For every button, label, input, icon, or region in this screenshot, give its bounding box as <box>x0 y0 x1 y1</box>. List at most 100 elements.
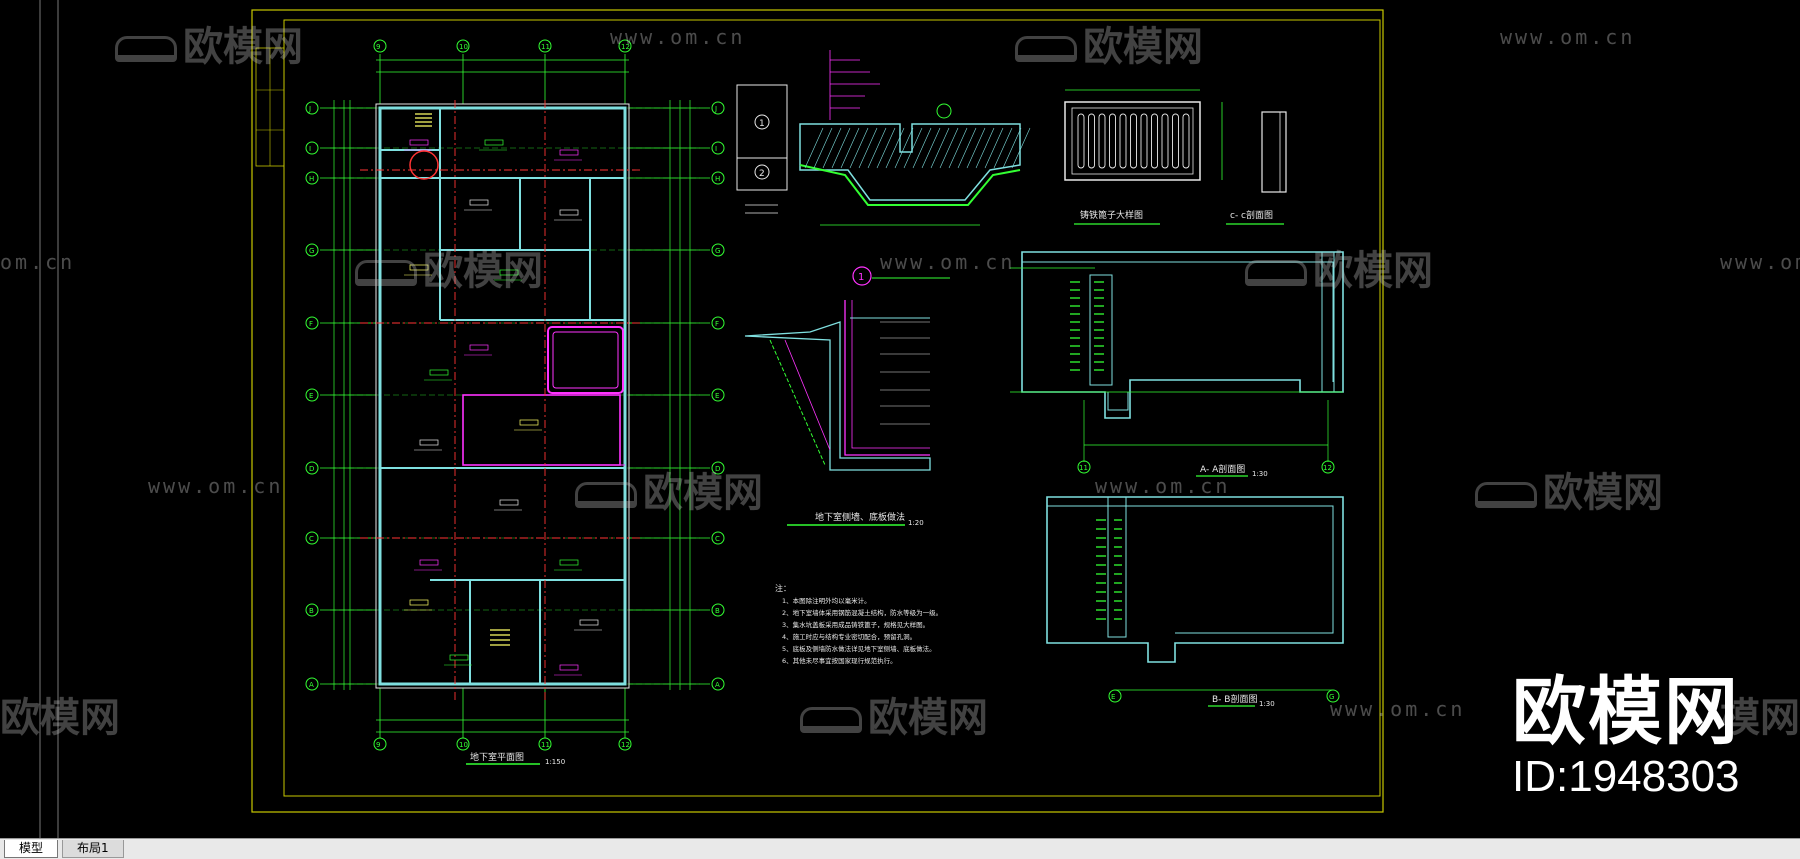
detail-index-box: 1 2 <box>736 84 788 214</box>
grid-bubble <box>305 243 319 257</box>
watermark-logo: 欧模网 <box>800 685 988 743</box>
svg-text:注：: 注： <box>775 583 791 593</box>
grid-bubble <box>305 603 319 617</box>
grid-label: B <box>309 607 314 615</box>
sheet-border-outer <box>251 9 1384 813</box>
grid-bubble <box>711 677 725 691</box>
grid-bubble <box>711 171 725 185</box>
watermark-url: www.om.cn <box>610 25 746 49</box>
svg-text:1:30: 1:30 <box>1252 470 1268 478</box>
grate-section-title: c- c剖面图 <box>1230 209 1273 221</box>
grid-bubble <box>456 39 470 53</box>
grid-bubble <box>538 39 552 53</box>
grate-detail: 铸铁篦子大样图 c- c剖面图 <box>1064 89 1287 225</box>
grid-label: I <box>715 145 717 153</box>
watermark-logo: 欧模网 <box>1475 460 1663 518</box>
wall-slab-detail: 1 地下室侧墙、底板做法 1:20 <box>744 266 950 527</box>
watermark-logo: 欧模网 <box>115 14 303 72</box>
watermark-url: www.om.cn <box>1500 25 1636 49</box>
plan-scale: 1:150 <box>545 758 565 766</box>
grid-bubble <box>305 141 319 155</box>
grid-label: I <box>309 145 311 153</box>
note-line: 2、地下室墙体采用钢筋混凝土结构，防水等级为一级。 <box>782 608 942 617</box>
watermark-logo: 模网 <box>1720 695 1800 741</box>
plan-title: 地下室平面图 <box>470 751 524 763</box>
grid-bubble <box>373 39 387 53</box>
watermark-logo: 欧模网 <box>1015 14 1203 72</box>
detail-scale: 1:20 <box>908 519 924 527</box>
brand-id: ID:1948303 <box>1512 752 1740 801</box>
grid-label: J <box>714 105 717 113</box>
sofa-logo-icon <box>1475 482 1537 508</box>
section-bb-title: B- B剖面图 <box>1212 693 1257 705</box>
svg-text:12: 12 <box>1323 464 1332 472</box>
grid-label: E <box>715 392 719 400</box>
grid-bubble <box>305 388 319 402</box>
watermark-logo: 欧模网 <box>355 238 543 296</box>
grid-label: D <box>715 465 720 473</box>
grid-label: C <box>309 535 314 543</box>
sofa-logo-icon <box>800 707 862 733</box>
note-line: 4、施工时应与结构专业密切配合，预留孔洞。 <box>782 632 916 641</box>
sofa-logo-icon <box>575 482 637 508</box>
note-line: 3、集水坑盖板采用成品铸铁篦子，规格见大样图。 <box>782 620 929 629</box>
watermark-url: www.om.cn <box>880 250 1016 274</box>
grid-bubble <box>305 101 319 115</box>
grid-label: 11 <box>541 741 550 749</box>
grid-label: H <box>715 175 720 183</box>
grid-label: E <box>309 392 313 400</box>
grid-label: 9 <box>376 741 380 749</box>
sofa-logo-icon <box>355 260 417 286</box>
note-line: 6、其他未尽事宜按国家现行规范执行。 <box>782 656 897 665</box>
watermark-url: www.om.cn <box>1720 250 1800 274</box>
svg-text:E: E <box>1111 693 1115 701</box>
watermark-url: www.om.cn <box>1330 697 1466 721</box>
tab-layout1[interactable]: 布局1 <box>62 840 124 858</box>
grid-label: H <box>309 175 314 183</box>
grid-label: 10 <box>459 741 468 749</box>
section-aa: 11 12 A- A剖面图 1:30 <box>1010 251 1344 478</box>
grid-bubble <box>711 461 725 475</box>
grid-bubble <box>305 531 319 545</box>
watermark-url: www.om.cn <box>148 474 284 498</box>
layout-tab-bar: 模型 布局1 <box>0 838 1800 859</box>
grid-bubble <box>711 388 725 402</box>
tab-model[interactable]: 模型 <box>4 840 59 858</box>
grid-label: G <box>309 247 314 255</box>
grid-label: G <box>715 247 720 255</box>
note-line: 5、底板及侧墙防水做法详见地下室侧墙、底板做法。 <box>782 644 936 653</box>
trench-detail <box>799 50 1031 226</box>
grid-label: 10 <box>459 43 468 51</box>
grid-label: C <box>715 535 720 543</box>
grid-bubble <box>711 243 725 257</box>
watermark-url: www.om.cn <box>1095 474 1231 498</box>
grid-label: A <box>715 681 720 689</box>
svg-text:11: 11 <box>1079 464 1088 472</box>
grid-bubble <box>711 141 725 155</box>
svg-text:G: G <box>1329 693 1334 701</box>
grate-title: 铸铁篦子大样图 <box>1080 209 1143 221</box>
section-aa-title: A- A剖面图 <box>1200 463 1245 475</box>
section-bb: E G B- B剖面图 1:30 <box>1046 496 1344 708</box>
grid-bubble <box>618 39 632 53</box>
grid-bubble <box>711 316 725 330</box>
svg-text:1: 1 <box>858 272 864 283</box>
svg-text:1: 1 <box>759 119 765 129</box>
grid-bubble <box>711 603 725 617</box>
grid-bubble <box>305 461 319 475</box>
watermark-logo: 欧模网 <box>1245 238 1433 296</box>
general-notes: 注： 1、本图除注明外均以毫米计。2、地下室墙体采用钢筋混凝土结构，防水等级为一… <box>775 583 942 665</box>
grid-bubble <box>305 171 319 185</box>
watermark-url: om.cn <box>0 250 76 274</box>
sofa-logo-icon <box>1245 260 1307 286</box>
grid-label: 11 <box>541 43 550 51</box>
sheet-border-inner <box>283 19 1381 797</box>
detail-title: 地下室侧墙、底板做法 <box>815 511 905 523</box>
watermark-logo: 欧模网 <box>0 695 120 741</box>
grid-label: 9 <box>376 43 380 51</box>
watermark-logo: 欧模网 <box>575 460 763 518</box>
sofa-logo-icon <box>1015 36 1077 62</box>
grid-label: F <box>309 320 313 328</box>
